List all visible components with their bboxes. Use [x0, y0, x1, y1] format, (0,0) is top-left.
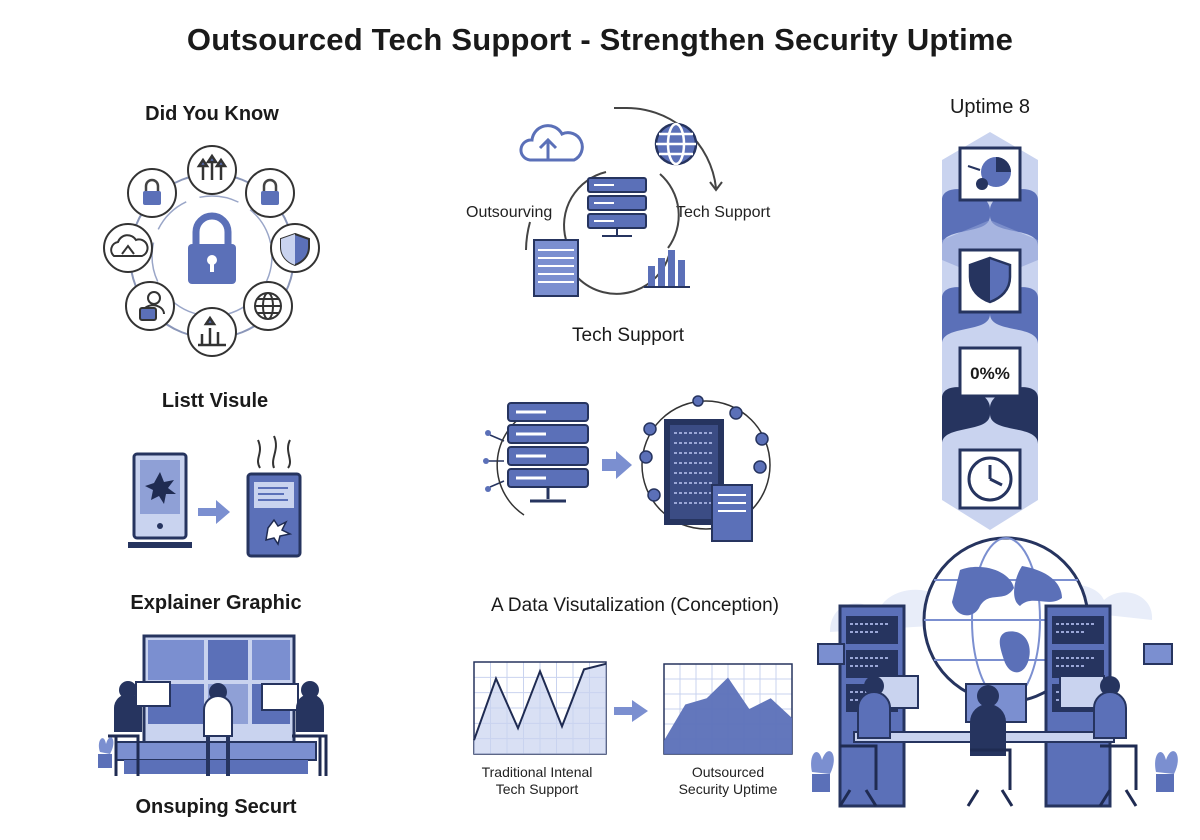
technician-avatars: [639, 395, 769, 502]
plant-icon: [98, 737, 114, 768]
cycle-bottom-label: Tech Support: [572, 325, 684, 346]
series-line: [473, 662, 607, 741]
bar-upload-icon: [198, 315, 226, 347]
outsourcing-cycle-diagram: [519, 106, 723, 297]
upload-arrows-icon: [196, 153, 228, 180]
globe-icon-large: [654, 122, 698, 166]
arrow-right-icon: [602, 451, 632, 479]
chart-left-caption-line2: Tech Support: [495, 781, 579, 797]
broken-device-diagram: [128, 435, 302, 558]
plant-icons: [811, 751, 1178, 792]
traditional-support-line-chart: [473, 661, 607, 755]
chart-left-caption-line1: Traditional Intenal: [481, 764, 593, 780]
chart-arrow-icon: [614, 700, 648, 722]
global-noc-scene: [811, 536, 1178, 808]
chart-right-caption: Outsourced Security Uptime: [653, 764, 803, 798]
operator-center: [203, 683, 233, 776]
pie-chart-panel: [958, 146, 1022, 202]
control-room-scene: [98, 634, 328, 776]
server-rack-icon: [533, 239, 579, 297]
network-migration-diagram: [483, 395, 771, 542]
security-ring-diagram: [103, 145, 320, 357]
page-title: Outsourced Tech Support - Strengthen Sec…: [186, 22, 1014, 57]
percentage-panel: 0%%: [958, 346, 1022, 398]
shield-icon: [280, 232, 310, 267]
small-lock-icon-right: [261, 178, 279, 205]
chart-right-caption-line2: Security Uptime: [678, 781, 778, 797]
series-area: [664, 677, 792, 754]
operator-left: [108, 681, 171, 776]
uptime-percent-text: 0%%: [970, 364, 1010, 383]
bar-chart-icon: [644, 250, 690, 288]
datacenter-tower-icon: [664, 419, 753, 542]
user-database-icon: [139, 291, 165, 321]
cycle-outsourcing-label: Outsourving: [466, 204, 553, 221]
did-you-know-heading: Did You Know: [145, 103, 279, 125]
listt-visule-heading: Listt Visule: [161, 390, 269, 412]
operators: [857, 676, 1127, 756]
infected-monitor-icon: [128, 452, 192, 548]
chart-right-caption-line1: Outsourced: [691, 764, 765, 780]
shield-icon-tower: [958, 248, 1022, 314]
uptime-tower: 0%%: [942, 132, 1038, 530]
uptime-heading: Uptime 8: [949, 96, 1031, 118]
small-lock-icon: [143, 178, 161, 205]
data-viz-heading: A Data Visutalization (Conception): [491, 595, 779, 616]
cycle-tech-support-label: Tech Support: [676, 204, 771, 221]
arrow-right-icon: [198, 500, 230, 524]
outsourced-uptime-area-chart: [663, 663, 793, 755]
server-stack-icon: [587, 177, 647, 237]
cloud-upload-icon: [519, 124, 584, 162]
broken-server-icon: [246, 435, 302, 558]
operator-right: [261, 681, 328, 776]
big-lock-icon: [188, 212, 236, 284]
cloud-icon: [110, 234, 149, 257]
clock-icon: [958, 448, 1022, 510]
globe-icon: [254, 292, 282, 320]
explainer-graphic-heading: Explainer Graphic: [130, 592, 302, 614]
onsuping-secure-caption: Onsuping Securt: [135, 796, 297, 818]
chairs: [838, 744, 1138, 807]
chart-left-caption: Traditional Intenal Tech Support: [462, 764, 612, 798]
series-area: [474, 663, 606, 754]
server-stack-left: [507, 402, 589, 503]
